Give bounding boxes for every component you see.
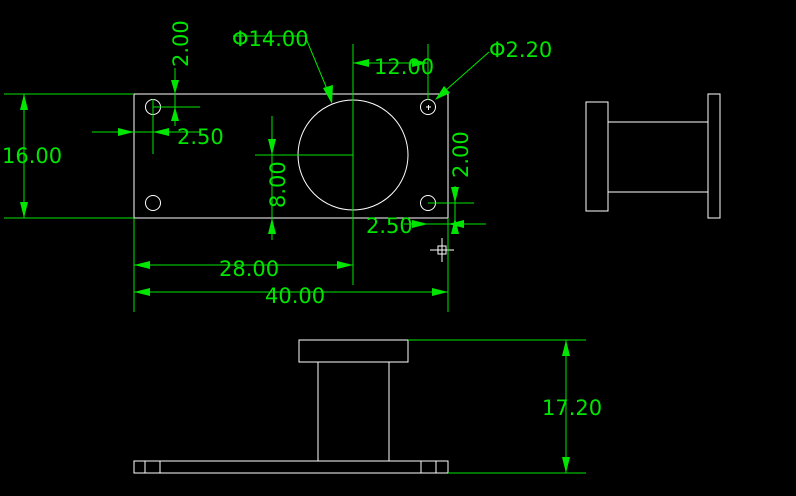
dim-hole-offset-left-label: 2.50 [177, 125, 224, 149]
dim-dia-bore: Φ14.00 [232, 27, 333, 104]
dimensions: Φ14.00 12.00 Φ2.20 2.00 [2, 20, 602, 474]
side-body [607, 121, 709, 193]
dim-dia-hole: Φ2.20 [435, 38, 552, 100]
dim-width-plate: 40.00 [134, 232, 449, 312]
dim-height-plate: 16.00 [2, 93, 134, 219]
dim-hole-offset-top-label: 2.00 [169, 20, 193, 67]
dim-hole-spacing-x-label: 12.00 [374, 55, 434, 79]
dim-height-plate-label: 16.00 [2, 144, 62, 168]
front-view [133, 44, 454, 285]
bottom-base-plate [133, 460, 449, 474]
bottom-view [133, 339, 449, 474]
dim-dia-bore-label: Φ14.00 [232, 27, 309, 51]
dim-hole-offset-bottom-label: 2.50 [366, 214, 413, 238]
dim-hole-offset-top: 2.00 [153, 20, 200, 126]
bottom-shaft [317, 361, 390, 462]
side-flange-right [707, 93, 721, 219]
dim-hole-spacing-x: 12.00 [353, 44, 434, 100]
dim-hole-offset-right: 2.00 [428, 131, 474, 234]
dim-hole-to-center-label: 8.00 [266, 161, 290, 208]
dim-dia-hole-label: Φ2.20 [489, 38, 552, 62]
dim-hole-offset-left: 2.50 [92, 99, 224, 154]
dim-hole-offset-bottom: 2.50 [366, 214, 486, 238]
dim-total-height-label: 17.20 [542, 396, 602, 420]
plate-outline [133, 93, 449, 219]
dim-center-x: 28.00 [133, 218, 353, 312]
dim-hole-to-center: 8.00 [266, 116, 290, 240]
side-flange-left [585, 101, 609, 212]
dim-center-x-label: 28.00 [219, 257, 279, 281]
mount-hole-bottom-left [145, 195, 161, 211]
dim-total-height: 17.20 [408, 339, 602, 474]
bottom-top-flange [298, 339, 409, 363]
dim-hole-offset-right-label: 2.00 [449, 131, 473, 178]
dim-width-plate-label: 40.00 [265, 284, 325, 308]
side-view [585, 93, 721, 219]
